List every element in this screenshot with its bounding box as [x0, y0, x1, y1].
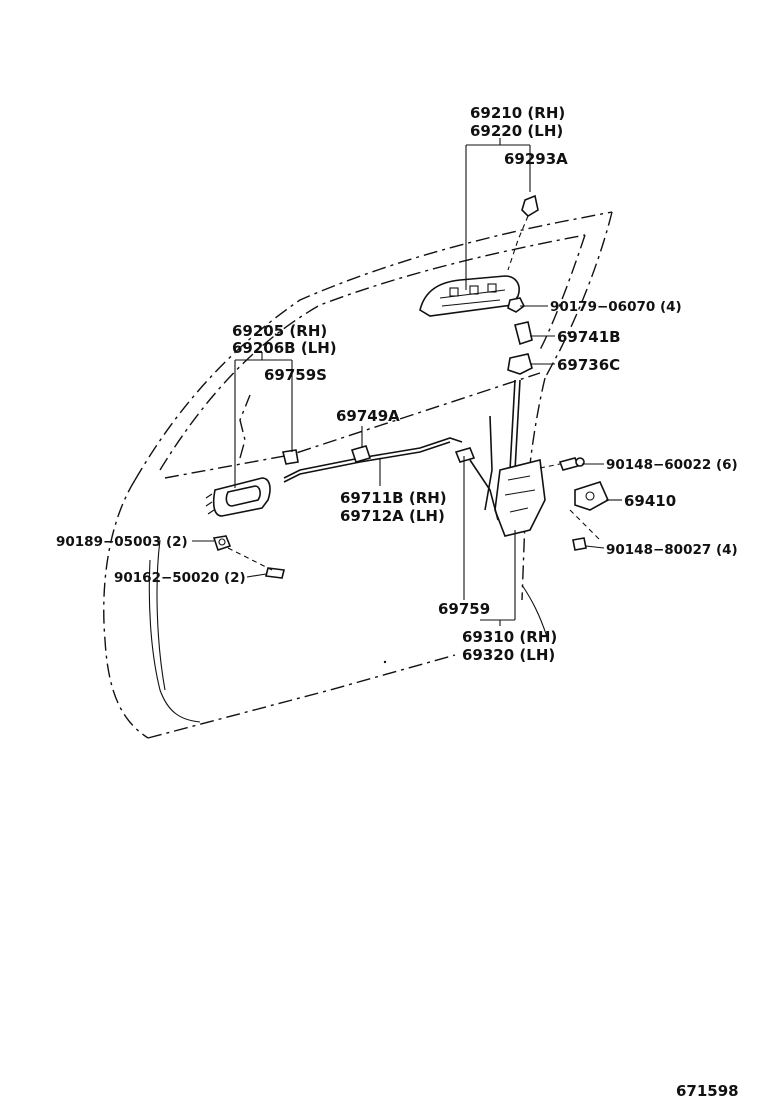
label-90189: 90189−05003 (2)	[56, 534, 188, 550]
inside-door-handle	[205, 477, 271, 517]
label-69759: 69759	[438, 600, 490, 618]
label-69736c: 69736C	[557, 356, 620, 374]
label-69741b: 69741B	[557, 328, 621, 346]
screw-90189	[212, 535, 232, 552]
clip-69759s	[282, 449, 299, 465]
screw-90148-80027	[569, 509, 601, 551]
label-69320: 69320 (LH)	[462, 646, 555, 664]
label-90179: 90179−06070 (4)	[550, 299, 682, 315]
label-69310: 69310 (RH)	[462, 628, 557, 646]
label-69293a: 69293A	[504, 150, 568, 168]
label-69759s: 69759S	[264, 366, 327, 384]
label-69410: 69410	[624, 492, 676, 510]
leader-lines	[192, 138, 622, 626]
outside-door-handle	[419, 275, 520, 317]
screw-90162	[227, 547, 285, 579]
nut-90179	[507, 297, 526, 313]
label-69210: 69210 (RH)	[470, 104, 565, 122]
protector-69741b	[514, 321, 533, 346]
label-69712a: 69712A (LH)	[340, 507, 445, 525]
lock-rod	[283, 437, 476, 483]
label-90148-80027: 90148−80027 (4)	[606, 542, 738, 558]
screw-90148-60022	[539, 457, 585, 471]
label-90162: 90162−50020 (2)	[114, 570, 246, 586]
door-lock-assembly	[469, 379, 546, 537]
label-69206b: 69206B (LH)	[232, 339, 337, 357]
label-69711b: 69711B (RH)	[340, 489, 447, 507]
diagram-id: 671598	[676, 1082, 739, 1100]
label-69220: 69220 (LH)	[470, 122, 563, 140]
cover-69736c	[507, 353, 533, 375]
label-69205: 69205 (RH)	[232, 322, 327, 340]
striker-69410	[574, 481, 610, 511]
handle-clip-69293a	[507, 194, 539, 271]
label-69749a: 69749A	[336, 407, 400, 425]
label-90148-60022: 90148−60022 (6)	[606, 457, 738, 473]
